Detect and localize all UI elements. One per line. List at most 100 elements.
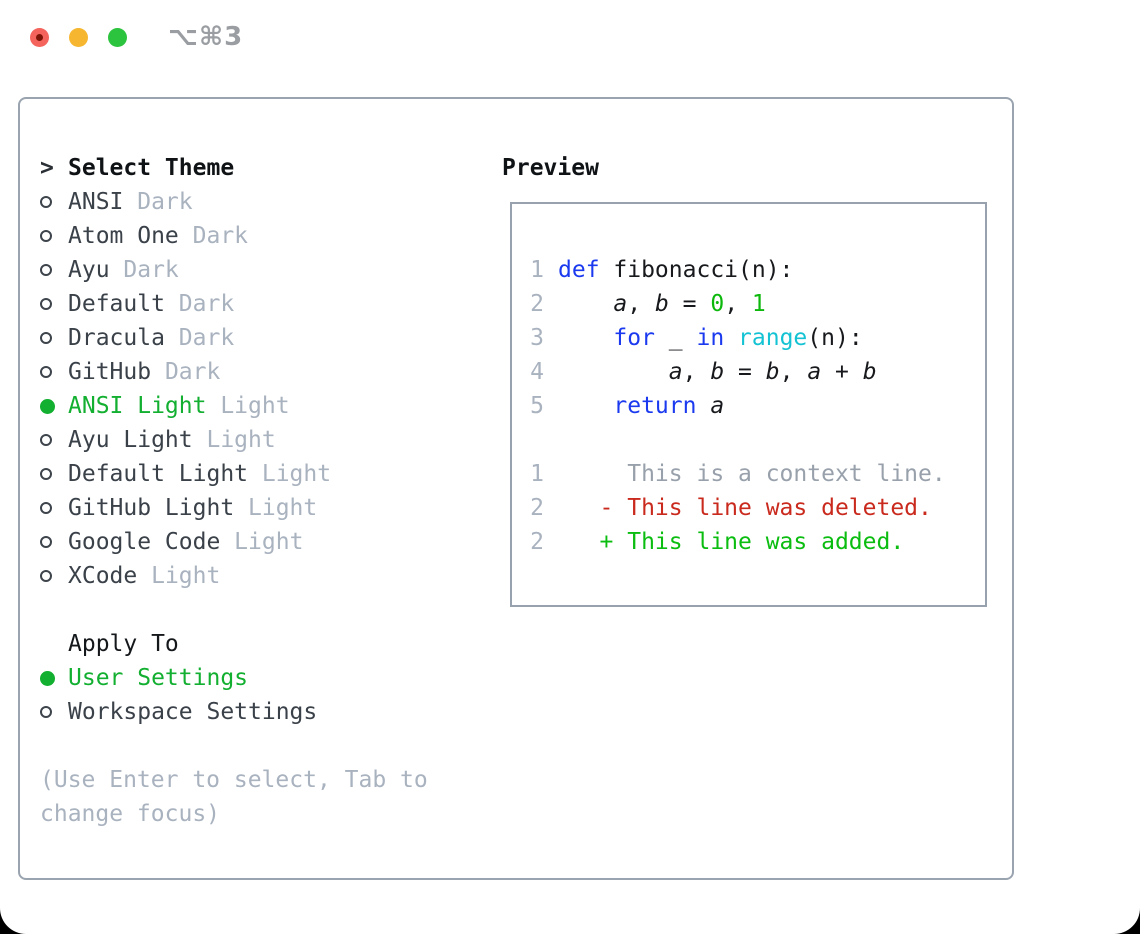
apply-option-label: User Settings (68, 665, 249, 691)
radio-unselected-icon[interactable] (40, 706, 68, 718)
code-token-num: 1 (751, 291, 766, 317)
radio-unselected-icon[interactable] (40, 366, 68, 378)
code-token-v: b (862, 359, 877, 385)
code-token-v: b (765, 359, 780, 385)
code-token-v: b (710, 359, 725, 385)
theme-name: ANSI (68, 189, 124, 215)
theme-variant: Light (234, 495, 318, 521)
theme-option-atom-one[interactable]: Atom One Dark (40, 219, 428, 253)
radio-ring (40, 434, 52, 446)
line-number: 5 (530, 393, 544, 419)
code-token-pl: , (682, 359, 711, 385)
radio-ring (40, 570, 52, 582)
line-number: 3 (530, 325, 544, 351)
line-number: 2 (530, 291, 544, 317)
theme-option-github-light[interactable]: GitHub Light Light (40, 491, 428, 525)
theme-name: GitHub Light (68, 495, 235, 521)
close-button[interactable] (30, 28, 49, 47)
cursor-slot: > (40, 155, 68, 181)
code-token-kw: in (696, 325, 725, 351)
code-token-pl: , (627, 291, 655, 317)
code-token-pl: + (821, 359, 863, 385)
apply-option-workspace-settings[interactable]: Workspace Settings (40, 695, 428, 729)
radio-ring (40, 536, 52, 548)
radio-ring (40, 502, 52, 514)
theme-variant: Dark (151, 359, 221, 385)
theme-name: Atom One (68, 223, 179, 249)
radio-unselected-icon[interactable] (40, 264, 68, 276)
theme-option-github[interactable]: GitHub Dark (40, 355, 428, 389)
theme-option-default-light[interactable]: Default Light Light (40, 457, 428, 491)
theme-variant: Dark (109, 257, 179, 283)
radio-selected-icon[interactable] (40, 398, 68, 414)
radio-ring (40, 468, 52, 480)
theme-variant: Light (192, 427, 276, 453)
theme-option-ansi-light[interactable]: ANSI Light Light (40, 389, 428, 423)
theme-option-xcode[interactable]: XCode Light (40, 559, 428, 593)
radio-unselected-icon[interactable] (40, 468, 68, 480)
line-number: 2 (530, 495, 544, 521)
radio-unselected-icon[interactable] (40, 570, 68, 582)
theme-option-ansi[interactable]: ANSI Dark (40, 185, 428, 219)
radio-ring (40, 196, 52, 208)
theme-name: Default Light (68, 461, 249, 487)
theme-option-dracula[interactable]: Dracula Dark (40, 321, 428, 355)
help-text-line1: (Use Enter to select, Tab to (40, 767, 428, 793)
theme-name: ANSI Light (68, 393, 207, 419)
preview-title: Preview (502, 155, 599, 181)
apply-to-header: Apply To (40, 627, 428, 661)
theme-name: Default (68, 291, 165, 317)
minimize-button[interactable] (69, 28, 88, 47)
radio-selected-icon[interactable] (40, 670, 68, 686)
code-token-pl: = (724, 359, 766, 385)
select-theme-header: > Select Theme (40, 151, 428, 185)
diff-text: - This line was deleted. (558, 495, 932, 521)
code-line: 4 a, b = b, a + b (530, 355, 946, 389)
radio-ring (40, 332, 52, 344)
radio-unselected-icon[interactable] (40, 196, 68, 208)
code-token-fn: range (738, 325, 808, 351)
theme-option-ayu[interactable]: Ayu Dark (40, 253, 428, 287)
diff-text: This is a context line. (558, 461, 946, 487)
zoom-button[interactable] (108, 28, 127, 47)
theme-variant: Dark (178, 223, 249, 249)
line-number: 2 (530, 529, 544, 555)
radio-dot (40, 398, 55, 414)
code-token-pl (558, 359, 669, 385)
radio-unselected-icon[interactable] (40, 434, 68, 446)
spacer (40, 729, 428, 763)
apply-option-user-settings[interactable]: User Settings (40, 661, 428, 695)
radio-unselected-icon[interactable] (40, 502, 68, 514)
radio-ring (40, 230, 52, 242)
radio-unselected-icon[interactable] (40, 536, 68, 548)
code-token-pl: = (668, 291, 711, 317)
code-token-v: a (613, 291, 628, 317)
radio-unselected-icon[interactable] (40, 332, 68, 344)
theme-option-default[interactable]: Default Dark (40, 287, 428, 321)
cursor-prompt-icon: > (40, 155, 54, 181)
radio-unselected-icon[interactable] (40, 230, 68, 242)
theme-variant: Light (220, 529, 304, 555)
spacer (40, 593, 428, 627)
radio-ring (40, 298, 52, 310)
radio-unselected-icon[interactable] (40, 298, 68, 310)
blank-line (530, 423, 946, 457)
radio-dot (40, 670, 55, 686)
diff-line-del: 2 - This line was deleted. (530, 491, 946, 525)
code-token-v: a (710, 393, 725, 419)
select-theme-title: Select Theme (68, 155, 235, 181)
theme-option-ayu-light[interactable]: Ayu Light Light (40, 423, 428, 457)
code-token-v: a (807, 359, 822, 385)
theme-variant: Dark (164, 325, 235, 351)
theme-option-google-code[interactable]: Google Code Light (40, 525, 428, 559)
radio-ring (40, 264, 52, 276)
code-token-pl (558, 325, 613, 351)
